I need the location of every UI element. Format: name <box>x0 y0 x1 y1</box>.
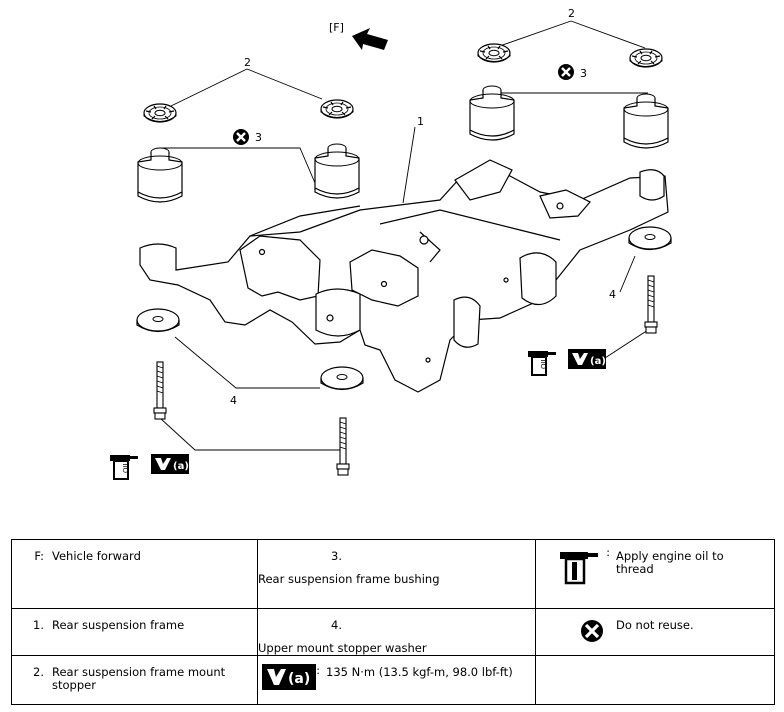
callout-3-left: 3 <box>255 131 262 144</box>
legend-cell: 3. Rear suspension frame bushing <box>257 539 536 609</box>
bushing-left-b <box>314 143 360 199</box>
callout-4-right: 4 <box>609 288 616 301</box>
callout-1: 1 <box>417 115 424 128</box>
callout-2-right: 2 <box>568 7 575 20</box>
stopper-washer-left-a <box>136 308 180 333</box>
torque-wrench-icon: (a) <box>151 454 189 474</box>
legend-cell: 2. Rear suspension frame mount stopper <box>11 655 258 705</box>
do-not-reuse-icon <box>556 62 576 82</box>
bushing-right-b <box>623 93 669 149</box>
legend-desc: Upper mount stopper washer <box>258 641 427 655</box>
legend-desc: Do not reuse. <box>616 618 694 632</box>
do-not-reuse-icon <box>536 609 610 647</box>
legend-desc: 135 N·m (13.5 kgf-m, 98.0 lbf-ft) <box>326 665 513 679</box>
legend-row: 2. Rear suspension frame mount stopper (a… <box>11 655 775 705</box>
legend-cell: : Apply engine oil to thread <box>535 539 775 609</box>
stopper-washer-left-b <box>320 366 364 391</box>
callout-2-left: 2 <box>244 56 251 69</box>
torque-wrench-icon: (a) : <box>258 656 320 690</box>
torque-wrench-icon: (a) <box>568 349 606 369</box>
legend-row: F: Vehicle forward 3. Rear suspension fram… <box>11 539 775 609</box>
forward-label: [F] <box>329 21 344 34</box>
legend-key: 2. <box>33 665 44 679</box>
legend-key: 1. <box>33 618 44 632</box>
svg-text:(a): (a) <box>173 461 189 472</box>
oil-can-icon <box>527 350 557 376</box>
rear-suspension-frame <box>139 159 669 393</box>
bolt-right <box>644 275 658 334</box>
legend-desc: Apply engine oil to thread <box>616 549 724 576</box>
legend-table: F: Vehicle forward 3. Rear suspension fram… <box>11 539 775 705</box>
bushing-right-a <box>469 85 515 141</box>
legend-key: 3. <box>331 549 342 563</box>
legend-key: 4. <box>331 618 342 632</box>
rear-suspension-frame-diagram: OIL <box>109 7 672 480</box>
legend-row: 1. Rear suspension frame 4. Upper mount st… <box>11 608 775 656</box>
mount-stopper-right-a <box>477 43 511 63</box>
do-not-reuse-icon <box>231 127 251 147</box>
legend-desc: Rear suspension frame <box>52 618 185 632</box>
bushing-left-a <box>137 147 183 203</box>
forward-arrow-icon <box>352 28 388 50</box>
legend-desc: Rear suspension frame bushing <box>258 572 440 586</box>
legend-cell: Do not reuse. <box>535 608 775 656</box>
callout-4-left: 4 <box>230 394 237 407</box>
mount-stopper-right-b <box>629 48 663 68</box>
legend-cell: 1. Rear suspension frame <box>11 608 258 656</box>
svg-text:(a): (a) <box>590 356 606 367</box>
bolt-left-b <box>336 417 350 476</box>
oil-can-icon: : <box>536 540 610 586</box>
legend-cell: (a) : 135 N·m (13.5 kgf-m, 98.0 lbf-ft) <box>257 655 536 705</box>
legend-cell-empty <box>535 655 775 705</box>
legend-desc: Vehicle forward <box>52 549 141 563</box>
oil-can-icon <box>109 454 139 480</box>
bolt-left-a <box>153 361 167 420</box>
svg-text:(a): (a) <box>288 671 310 687</box>
legend-cell: F: Vehicle forward <box>11 539 258 609</box>
callout-3-right: 3 <box>580 67 587 80</box>
legend-key: F: <box>34 549 44 563</box>
mount-stopper-left-b <box>320 99 354 119</box>
legend-desc: Rear suspension frame mount stopper <box>52 665 226 692</box>
stopper-washer-right <box>628 226 672 251</box>
legend-cell: 4. Upper mount stopper washer <box>257 608 536 656</box>
mount-stopper-left-a <box>143 103 177 123</box>
